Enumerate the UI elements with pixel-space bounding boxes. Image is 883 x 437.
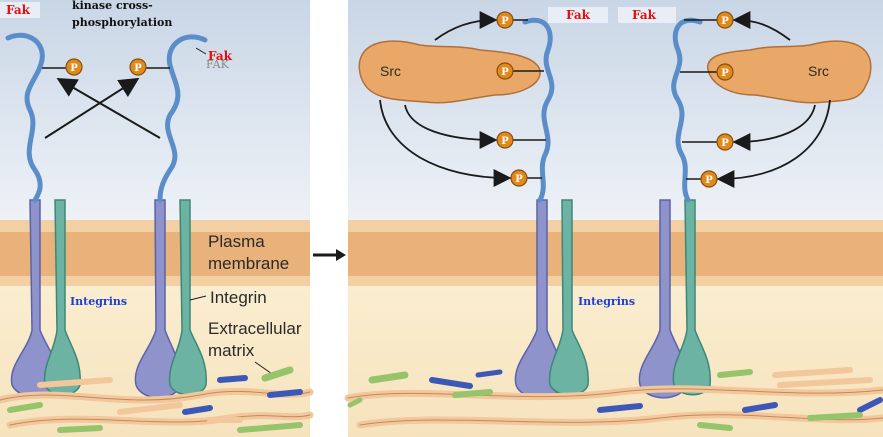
fak-chain-left-1 — [5, 32, 45, 203]
cross-arrow-1 — [44, 77, 140, 139]
src-arrow-l2 — [404, 104, 498, 149]
cross-arrow-2 — [56, 77, 161, 139]
integrin-callout: Integrin — [210, 288, 267, 307]
phospho-node-left-1 — [65, 58, 83, 76]
phospho-node — [496, 62, 514, 80]
plasma-label-2: membrane — [208, 254, 289, 273]
src-arrow-r1 — [732, 11, 791, 41]
src-label-right: Src — [808, 63, 829, 79]
src-label-left: Src — [380, 63, 401, 79]
ecm-label-2: matrix — [208, 341, 255, 360]
phospho-label: P — [721, 138, 729, 149]
fak-chain-left-2 — [157, 34, 208, 203]
fak-label-right-left-panel: Fak — [208, 49, 233, 63]
integrin-pair-4 — [638, 199, 711, 399]
fak-label-right-panel-1: Fak — [566, 8, 591, 22]
integrins-label-left: Integrins — [70, 295, 127, 308]
plasma-membrane-right — [348, 232, 883, 276]
fak-label-right-panel-2: Fak — [632, 8, 657, 22]
cytoplasm-bg-right — [348, 0, 883, 220]
src-arrow-r3 — [716, 99, 831, 188]
src-arrow-r2 — [732, 104, 816, 151]
ecm-label-1: Extracellular — [208, 319, 302, 338]
transition-arrow — [313, 249, 346, 261]
src-protein-right — [707, 40, 872, 104]
phospho-label: P — [721, 16, 729, 27]
cytoplasm-bg-left — [0, 0, 310, 220]
src-arrow-l3 — [379, 99, 512, 187]
src-arrow-l1 — [434, 11, 498, 41]
phospho-node — [716, 63, 734, 81]
phospho-node-left-2 — [129, 58, 147, 76]
membrane-bottom-right — [348, 276, 883, 286]
phospho-group-right-chain-1: P P P P — [496, 11, 546, 187]
phospho-label: P — [70, 63, 78, 74]
phospho-label: P — [501, 16, 509, 27]
phospho-label: P — [515, 174, 523, 185]
phospho-label: P — [721, 68, 729, 79]
phospho-label: P — [501, 136, 509, 147]
fak-chain-right-1 — [522, 17, 555, 203]
phospho-label: P — [501, 67, 509, 78]
phospho-label: P — [134, 63, 142, 74]
integrins-label-right: Integrins — [578, 295, 635, 308]
title-line-1: kinase cross- — [72, 0, 153, 12]
phospho-label: P — [705, 175, 713, 186]
ecm-fibers-left — [0, 366, 314, 433]
right-panel: Src Src P P P P P P P — [344, 0, 883, 437]
ecm-bg-right — [348, 286, 883, 437]
ecm-fibers-right — [344, 367, 883, 431]
plasma-label-1: Plasma — [208, 232, 265, 251]
fak-label-top-left: Fak — [6, 3, 31, 17]
title-line-2: phosphorylation — [72, 16, 172, 29]
fak-chain-right-2 — [671, 17, 703, 203]
src-protein-left — [358, 40, 541, 104]
left-panel: P P Fak kinase cross- phosphorylation FA… — [0, 0, 314, 437]
phospho-group-right-chain-2: P P P P — [680, 11, 734, 188]
membrane-top-right — [348, 220, 883, 232]
fak-label-ghost: FAK — [206, 58, 230, 71]
